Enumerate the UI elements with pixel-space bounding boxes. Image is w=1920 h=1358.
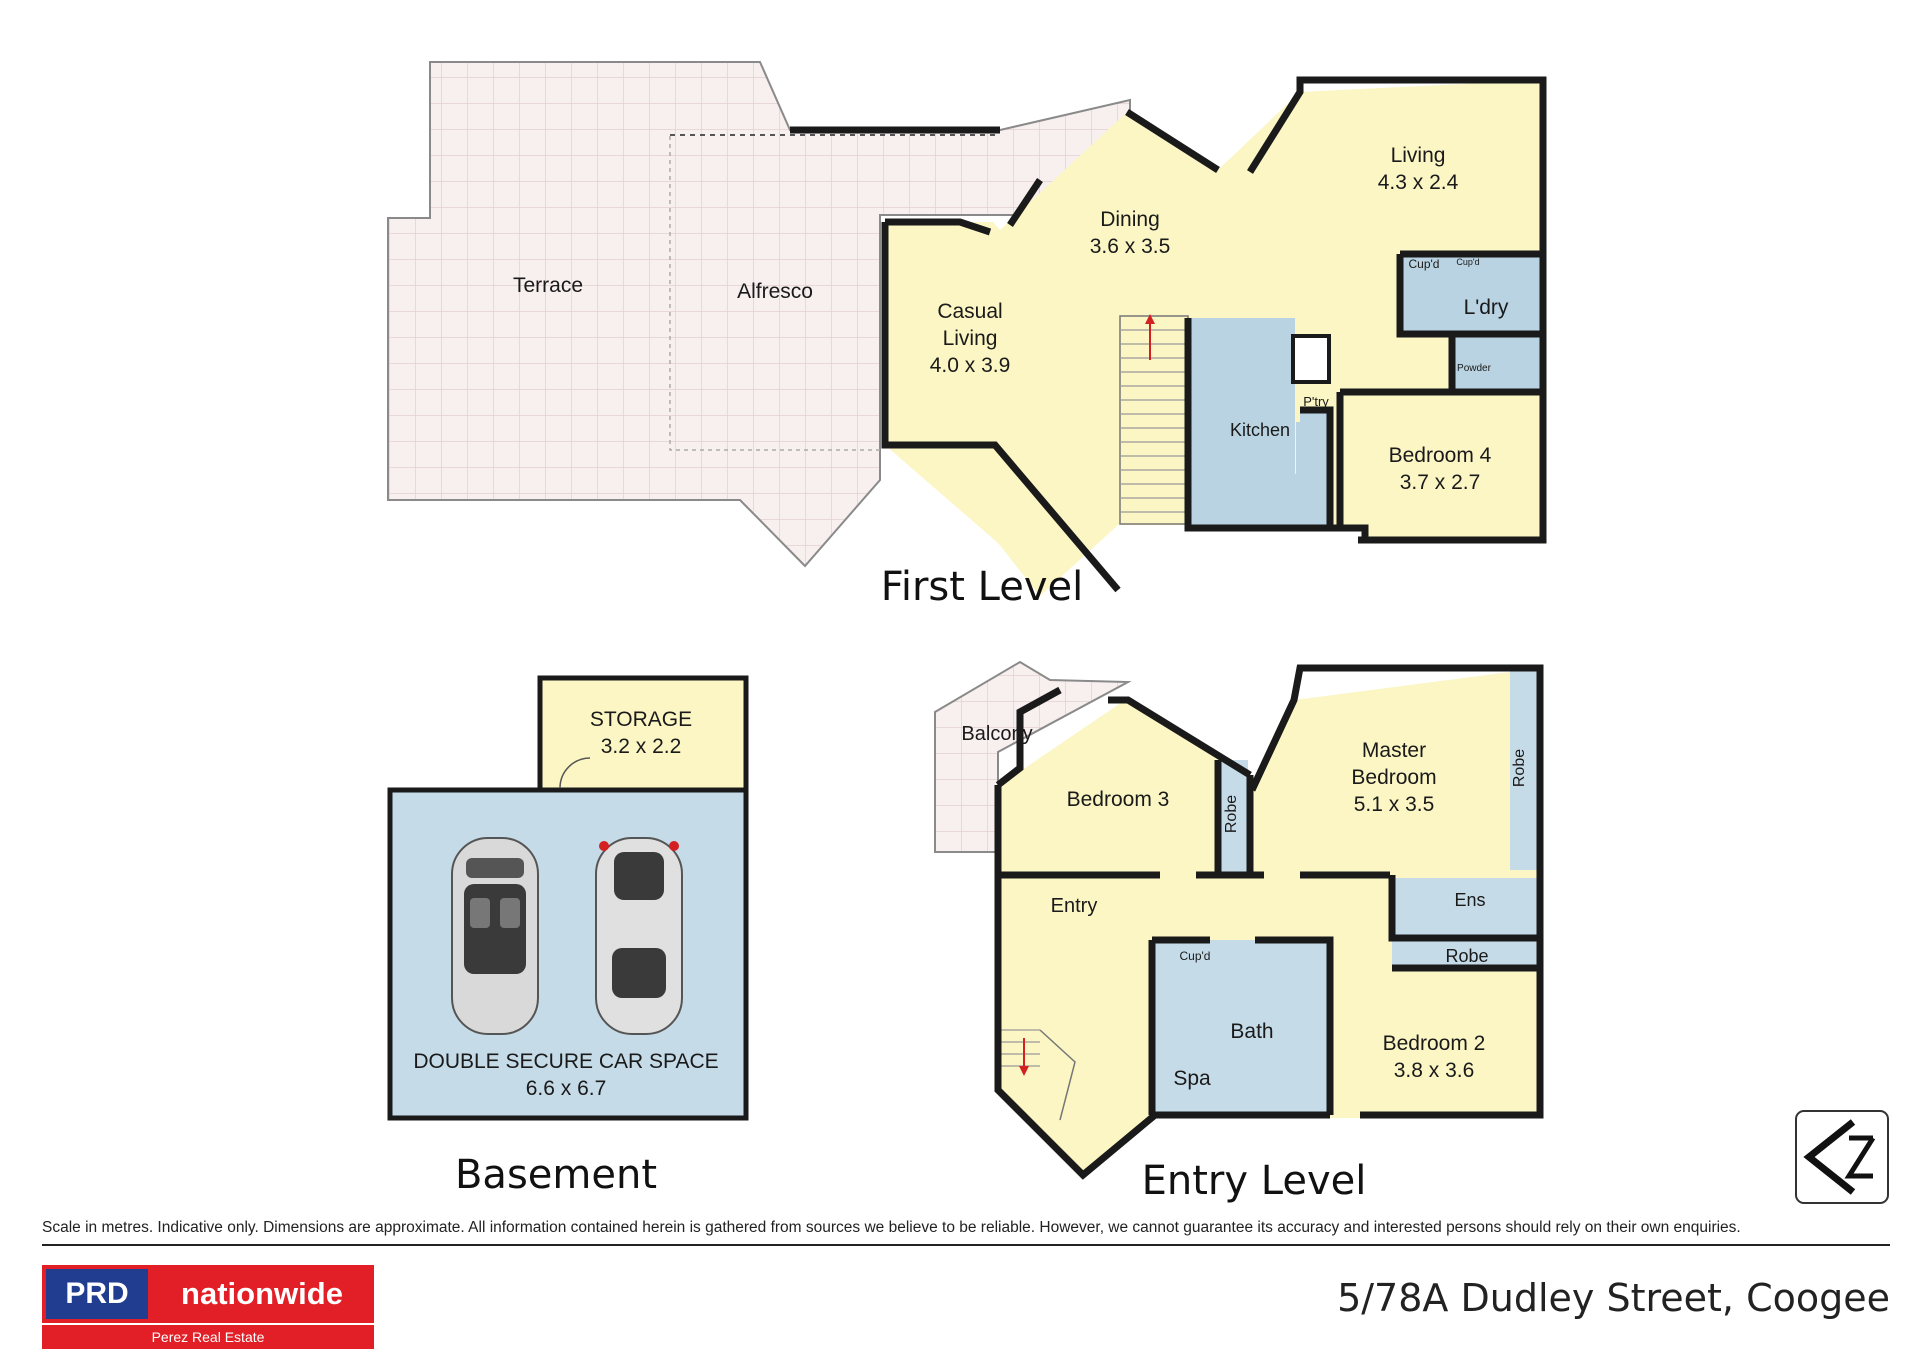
- basement-title: Basement: [455, 1152, 657, 1198]
- basement: [387, 675, 749, 1121]
- terrace-label: Terrace: [513, 274, 583, 297]
- bath-label: Bath: [1230, 1020, 1273, 1043]
- car-space-label: DOUBLE SECURE CAR SPACE: [413, 1050, 718, 1073]
- footer-divider: [42, 1244, 1890, 1246]
- robe-b3: [1218, 760, 1248, 878]
- robe-b2-label: Robe: [1445, 946, 1488, 966]
- ensuite: [1392, 878, 1540, 938]
- cupd-1-label: Cup'd: [1409, 257, 1440, 271]
- powder-area: [1450, 336, 1542, 390]
- living-label: Living: [1391, 144, 1446, 167]
- balcony-area: [934, 660, 1132, 853]
- robe-b2: [1392, 938, 1540, 968]
- storage-label: STORAGE: [590, 708, 692, 731]
- spa-label: Spa: [1173, 1067, 1211, 1090]
- first-level-title: First Level: [881, 564, 1083, 610]
- car-space: [387, 787, 749, 1121]
- master-label-1: Master: [1362, 739, 1426, 762]
- alfresco-label: Alfresco: [737, 280, 813, 303]
- logo-nationwide: nationwide: [181, 1276, 343, 1311]
- bedroom2-dims: 3.8 x 3.6: [1394, 1059, 1475, 1082]
- robe-master: [1510, 670, 1540, 870]
- casual-living-label-1: Casual: [937, 300, 1002, 323]
- property-address: 5/78A Dudley Street, Coogee: [1337, 1276, 1890, 1320]
- car-space-dims: 6.6 x 6.7: [526, 1077, 607, 1100]
- ensuite-label: Ens: [1454, 890, 1485, 910]
- master-label-2: Bedroom: [1351, 766, 1436, 789]
- bedroom4-dims: 3.7 x 2.7: [1400, 471, 1481, 494]
- laundry-area: [1400, 254, 1542, 334]
- bedroom2-label: Bedroom 2: [1383, 1032, 1486, 1055]
- entry-level: [934, 660, 1544, 1180]
- casual-living-dims: 4.0 x 3.9: [930, 354, 1011, 377]
- car-icon: [595, 837, 683, 1035]
- robe-master-label: Robe: [1511, 749, 1528, 787]
- dining-dims: 3.6 x 3.5: [1090, 235, 1171, 258]
- pantry-label: P'try: [1303, 394, 1329, 409]
- room-labels: Terrace Alfresco Casual Living 4.0 x 3.9…: [413, 144, 1528, 1204]
- dining-label: Dining: [1100, 208, 1160, 231]
- cupd-bath-label: Cup'd: [1180, 949, 1211, 963]
- cupd-2-label: Cup'd: [1456, 257, 1479, 267]
- storage-room: [537, 675, 749, 793]
- kitchen-cooktop-bench: [1296, 422, 1330, 526]
- logo-agency-name: Perez Real Estate: [42, 1325, 374, 1349]
- logo-prd: PRD: [46, 1269, 148, 1319]
- entry-level-interior: [998, 668, 1540, 1172]
- storage-dims: 3.2 x 2.2: [601, 735, 682, 758]
- entry-level-stairs: [1000, 1029, 1076, 1121]
- entry-label: Entry: [1051, 895, 1098, 917]
- kitchen-fridge: [1291, 334, 1331, 384]
- master-dims: 5.1 x 3.5: [1354, 793, 1435, 816]
- casual-living-label-2: Living: [943, 327, 998, 350]
- bedroom4-label: Bedroom 4: [1389, 444, 1492, 467]
- first-level: [387, 61, 1547, 596]
- kitchen-label: Kitchen: [1230, 420, 1290, 440]
- bedroom3-label: Bedroom 3: [1067, 788, 1170, 811]
- living-dims: 4.3 x 2.4: [1378, 171, 1459, 194]
- disclaimer-text: Scale in metres. Indicative only. Dimens…: [42, 1219, 1741, 1236]
- balcony-label: Balcony: [961, 723, 1032, 745]
- first-level-stairs: [1119, 314, 1189, 525]
- agency-logo: PRD nationwide Perez Real Estate: [42, 1265, 374, 1349]
- bathroom: [1152, 940, 1330, 1112]
- north-arrow-icon: [1795, 1110, 1889, 1204]
- car-icon: [451, 837, 539, 1035]
- entry-level-title: Entry Level: [1142, 1158, 1367, 1204]
- robe-b3-label: Robe: [1223, 795, 1240, 833]
- laundry-label: L'dry: [1464, 296, 1509, 319]
- powder-label: Powder: [1457, 363, 1492, 374]
